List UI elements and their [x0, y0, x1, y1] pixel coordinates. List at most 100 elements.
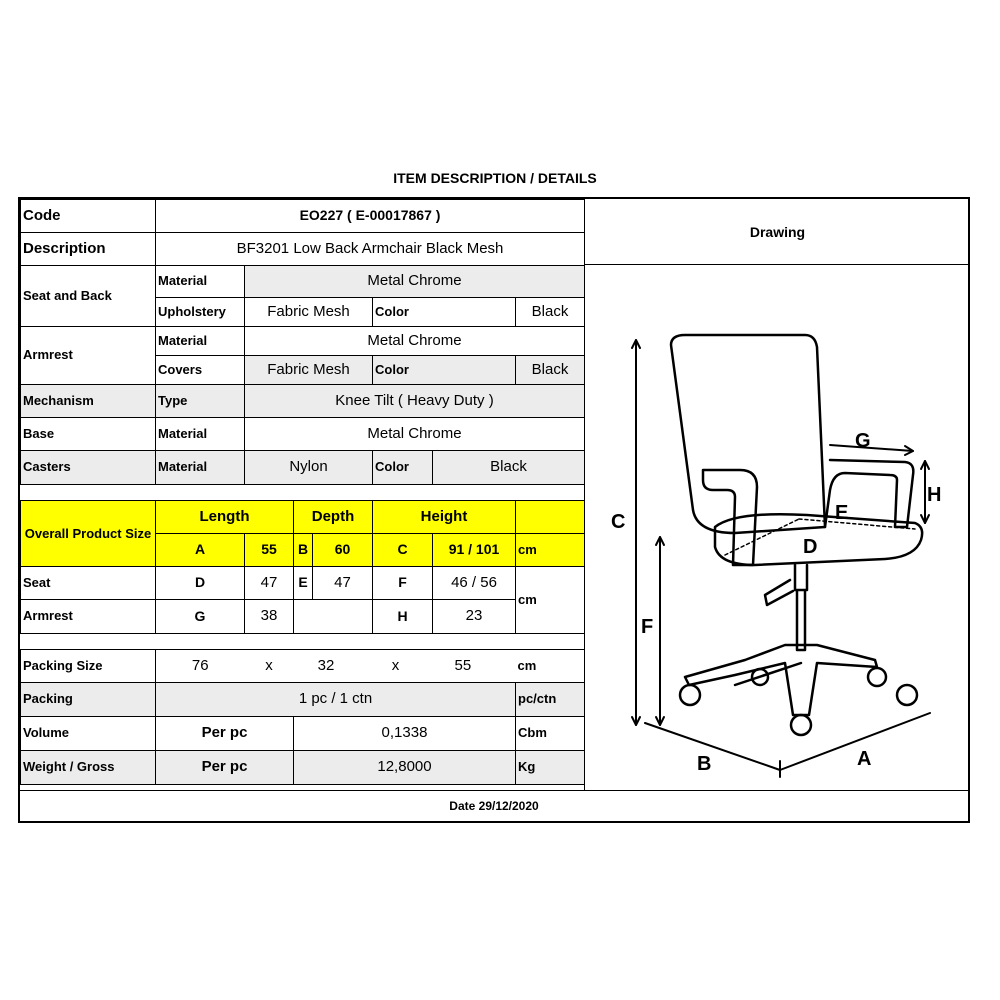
dimension-h-line: [920, 460, 930, 524]
casters-label: Casters: [20, 450, 156, 485]
base-material: Metal Chrome: [244, 417, 585, 451]
dim-e-value: 47: [312, 566, 373, 600]
seat-back-color-label: Color: [372, 297, 516, 327]
casters-color-label: Color: [372, 450, 433, 485]
page-title: ITEM DESCRIPTION / DETAILS: [393, 170, 597, 186]
overall-size-label: Overall Product Size: [20, 500, 156, 567]
packing-size-width: 32: [293, 649, 359, 683]
weight-unit: Kg: [515, 750, 585, 785]
packing-size-label: Packing Size: [20, 649, 156, 683]
chair-backrest: [669, 333, 827, 535]
mechanism-type: Knee Tilt ( Heavy Duty ): [244, 384, 585, 418]
packing-size-unit: cm: [515, 649, 585, 683]
casters-material: Nylon: [244, 450, 373, 485]
armrest-material-label: Material: [155, 326, 245, 356]
chair-armrest-right: [823, 458, 915, 529]
armrest-color: Black: [515, 355, 585, 385]
volume-value: 0,1338: [293, 716, 516, 751]
volume-unit: Cbm: [515, 716, 585, 751]
length-header: Length: [155, 500, 294, 534]
chair-gas-lift: [793, 563, 809, 652]
armrest-color-label: Color: [372, 355, 516, 385]
armrest-covers-label: Covers: [155, 355, 245, 385]
volume-label: Volume: [20, 716, 156, 751]
base-label: Base: [20, 417, 156, 451]
packing-size-height: 55: [432, 649, 516, 683]
dimension-ab-lines: [644, 712, 931, 778]
table-spacer: [20, 484, 585, 501]
seat-back-material-label: Material: [155, 265, 245, 298]
drawing-label-c: C: [611, 511, 625, 533]
packing-size-length: 76: [155, 649, 245, 683]
packing-unit: pc/ctn: [515, 682, 585, 717]
spec-table: Code EO227 ( E-00017867 ) Description BF…: [20, 199, 585, 785]
description-label: Description: [20, 232, 156, 266]
dim-e-letter: E: [293, 566, 313, 600]
packing-size-x2: x: [358, 649, 433, 683]
dim-unit: cm: [515, 533, 585, 567]
dim-b-value: 60: [312, 533, 373, 567]
dimension-g-line: [829, 444, 914, 456]
dim-c-letter: C: [372, 533, 433, 567]
table-spacer-2: [20, 633, 585, 650]
size-header-blank: [515, 500, 585, 534]
drawing-panel: C F B A G H E D: [584, 265, 970, 790]
drawing-label-g: G: [855, 430, 871, 452]
dim-b-letter: B: [293, 533, 313, 567]
seat-back-upholstery-label: Upholstery: [155, 297, 245, 327]
packing-label: Packing: [20, 682, 156, 717]
dimension-c-line: [631, 339, 641, 726]
drawing-header: Drawing: [584, 199, 970, 265]
chair-dimension-drawing: C F B A G H E D: [611, 333, 941, 778]
drawing-label-h: H: [927, 484, 941, 506]
seat-back-label: Seat and Back: [20, 265, 156, 327]
seat-dim-label: Seat: [20, 566, 156, 600]
volume-per: Per pc: [155, 716, 294, 751]
dim-d-value: 47: [244, 566, 294, 600]
document-date: Date 29/12/2020: [20, 790, 968, 822]
dim-h-value: 23: [432, 599, 516, 634]
seat-back-upholstery: Fabric Mesh: [244, 297, 373, 327]
casters-color: Black: [432, 450, 585, 485]
dim-f-value: 46 / 56: [432, 566, 516, 600]
chair-armrest-left: [701, 468, 759, 567]
chair-star-base: [683, 643, 879, 717]
base-material-label: Material: [155, 417, 245, 451]
weight-value: 12,8000: [293, 750, 516, 785]
drawing-label-e: E: [835, 502, 848, 524]
armrest-dim-label: Armrest: [20, 599, 156, 634]
dim-g-value: 38: [244, 599, 294, 634]
chair-seat: [713, 512, 924, 567]
casters-material-label: Material: [155, 450, 245, 485]
dim-a-value: 55: [244, 533, 294, 567]
dim-h-letter: H: [372, 599, 433, 634]
seat-back-material: Metal Chrome: [244, 265, 585, 298]
depth-header: Depth: [293, 500, 373, 534]
drawing-label-b: B: [697, 753, 711, 775]
dim-blank-cell: [293, 599, 373, 634]
packing-size-x1: x: [244, 649, 294, 683]
spec-sheet: Code EO227 ( E-00017867 ) Description BF…: [18, 197, 970, 823]
code-label: Code: [20, 199, 156, 233]
dim-c-value: 91 / 101: [432, 533, 516, 567]
chair-tilt-lever: [763, 578, 795, 607]
mechanism-type-label: Type: [155, 384, 245, 418]
drawing-label-f: F: [641, 616, 653, 638]
dim-a-letter: A: [155, 533, 245, 567]
seat-back-color: Black: [515, 297, 585, 327]
mechanism-label: Mechanism: [20, 384, 156, 418]
description-value: BF3201 Low Back Armchair Black Mesh: [155, 232, 585, 266]
drawing-label-a: A: [857, 748, 871, 770]
dim-f-letter: F: [372, 566, 433, 600]
packing-value: 1 pc / 1 ctn: [155, 682, 516, 717]
weight-label: Weight / Gross: [20, 750, 156, 785]
armrest-material: Metal Chrome: [244, 326, 585, 356]
weight-per: Per pc: [155, 750, 294, 785]
dim-side-unit: cm: [515, 566, 585, 634]
dim-g-letter: G: [155, 599, 245, 634]
dimension-f-line: [655, 536, 665, 726]
drawing-label-d: D: [803, 536, 817, 558]
armrest-covers: Fabric Mesh: [244, 355, 373, 385]
dim-d-letter: D: [155, 566, 245, 600]
height-header: Height: [372, 500, 516, 534]
